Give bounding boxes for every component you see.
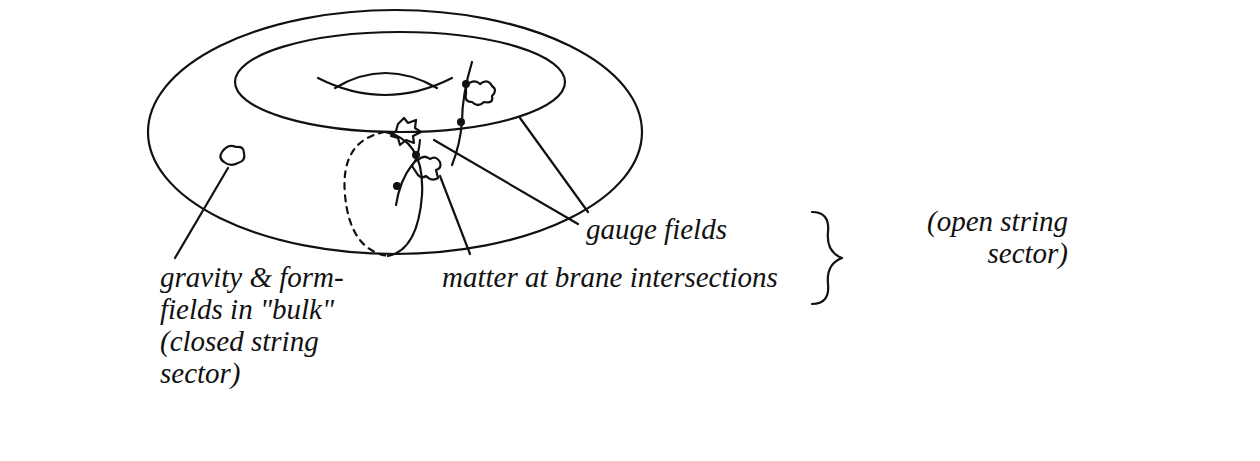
intersection-dot [393,182,401,190]
brane-curve [452,62,472,165]
leader-line [520,118,588,212]
torus-hole-upper [335,73,437,88]
torus-outer-contour [148,10,642,254]
intersection-dot [457,118,465,126]
sector-label: (open string sector) [858,206,1068,270]
closed-string-blob [220,146,244,165]
matter-label: matter at brane intersections [442,262,802,294]
cross-section-hidden [345,132,389,256]
open-string-blob [412,157,441,180]
bulk-label: gravity & form-fields in "bulk" (closed … [160,262,350,390]
leader-line [434,140,578,224]
intersection-dot [462,80,470,88]
open-string-blob [466,81,495,105]
intersection-dot [412,151,420,159]
gauge-label: gauge fields [586,214,806,246]
curly-brace [812,212,842,304]
cross-section-front [385,132,422,256]
leader-line [175,168,228,258]
open-string-blob [391,118,421,145]
leader-line [440,176,470,254]
torus-inner-contour [235,32,565,132]
